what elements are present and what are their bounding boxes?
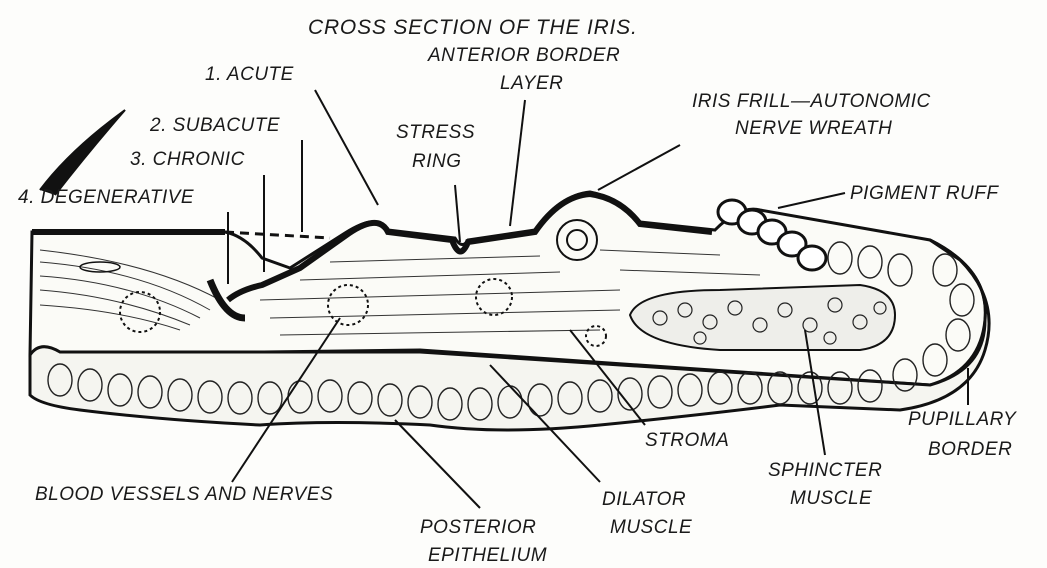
diagram-title: CROSS SECTION OF THE IRIS.: [308, 16, 638, 39]
label-posterior-line1: POSTERIOR: [420, 517, 536, 538]
label-pupillary-line2: BORDER: [928, 439, 1012, 460]
label-stroma: STROMA: [645, 430, 729, 451]
label-iris-frill-line2: NERVE WREATH: [735, 118, 892, 139]
label-dilator-line1: DILATOR: [602, 489, 686, 510]
label-subacute: 2. SUBACUTE: [149, 115, 280, 136]
torn-edge: [40, 110, 125, 195]
label-sphincter-line1: SPHINCTER: [768, 460, 882, 481]
label-dilator-line2: MUSCLE: [610, 517, 692, 538]
label-anterior-border-line1: ANTERIOR BORDER: [427, 45, 620, 66]
label-iris-frill-line1: IRIS FRILL—AUTONOMIC: [692, 91, 931, 112]
label-sphincter-line2: MUSCLE: [790, 488, 872, 509]
label-pupillary-line1: PUPILLARY: [908, 409, 1017, 430]
label-anterior-border-line2: LAYER: [500, 73, 563, 94]
label-blood-vessels: BLOOD VESSELS AND NERVES: [35, 484, 333, 505]
label-chronic: 3. CHRONIC: [130, 149, 245, 170]
label-degenerative: 4. DEGENERATIVE: [18, 187, 194, 208]
label-posterior-line2: EPITHELIUM: [428, 545, 547, 566]
label-stress-ring-line2: RING: [412, 151, 462, 172]
label-pigment-ruff: PIGMENT RUFF: [850, 183, 999, 204]
label-stress-ring-line1: STRESS: [396, 122, 475, 143]
label-acute: 1. ACUTE: [205, 64, 294, 85]
